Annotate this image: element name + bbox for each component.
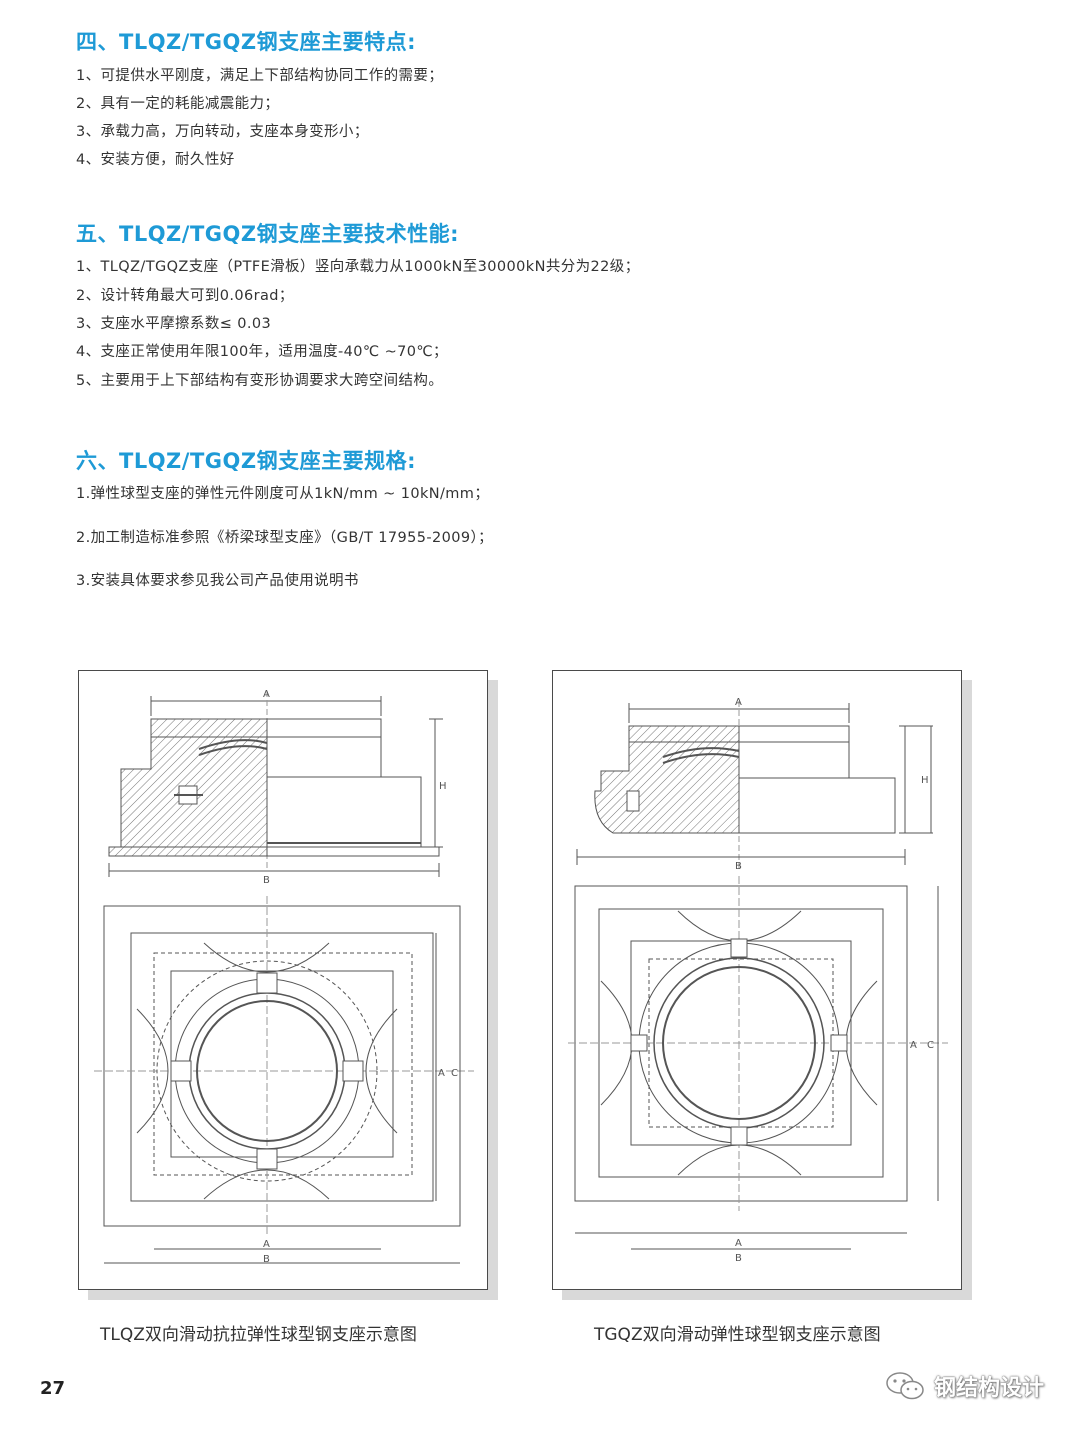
drawing-panel-tlqz: A B H A C A B xyxy=(78,670,488,1290)
caption-tgqz: TGQZ双向滑动弹性球型钢支座示意图 xyxy=(594,1325,881,1345)
wechat-icon xyxy=(886,1372,924,1400)
dim-label-b-bottom: B xyxy=(263,1254,270,1265)
dim-label-a: A xyxy=(735,697,742,708)
spec-item: 1.弹性球型支座的弹性元件刚度可从1kN/mm ~ 10kN/mm； xyxy=(76,486,490,502)
spec-item: 2.加工制造标准参照《桥梁球型支座》（GB/T 17955-2009）； xyxy=(76,530,494,546)
dim-label-c: C xyxy=(927,1040,934,1051)
dim-label-a-vertical: A xyxy=(910,1040,917,1051)
page-number: 27 xyxy=(40,1378,66,1399)
feature-item: 1、可提供水平刚度，满足上下部结构协同工作的需要； xyxy=(76,68,444,84)
watermark-text: 钢结构设计 xyxy=(933,1376,1044,1401)
section-heading-performance: 五、TLQZ/TGQZ钢支座主要技术性能: xyxy=(76,222,459,246)
performance-item: 4、支座正常使用年限100年，适用温度-40℃ ~70℃； xyxy=(76,344,448,360)
dim-label-h: H xyxy=(921,775,929,786)
drawing-panel-tgqz: A B H A C A B xyxy=(552,670,962,1290)
spec-item: 3.安装具体要求参见我公司产品使用说明书 xyxy=(76,573,359,589)
caption-tlqz: TLQZ双向滑动抗拉弹性球型钢支座示意图 xyxy=(100,1325,417,1345)
dim-label-a-vertical: A xyxy=(438,1068,445,1079)
performance-item: 2、设计转角最大可到0.06rad； xyxy=(76,288,294,304)
dim-label-b: B xyxy=(263,875,270,886)
dim-label-a-bottom: A xyxy=(735,1238,742,1249)
dim-label-b: B xyxy=(735,861,742,872)
tgqz-bearing-drawing: A B H A C A B xyxy=(568,697,948,1264)
feature-item: 4、安装方便，耐久性好 xyxy=(76,152,235,168)
performance-item: 3、支座水平摩擦系数≤ 0.03 xyxy=(76,316,272,332)
watermark: 钢结构设计 xyxy=(884,1370,1044,1402)
section-heading-features: 四、TLQZ/TGQZ钢支座主要特点: xyxy=(76,30,416,54)
dim-label-a: A xyxy=(263,689,270,700)
tlqz-bearing-drawing: A B H A C A B xyxy=(94,689,474,1265)
performance-item: 5、主要用于上下部结构有变形协调要求大跨空间结构。 xyxy=(76,373,444,389)
section-heading-specs: 六、TLQZ/TGQZ钢支座主要规格: xyxy=(76,449,416,473)
feature-item: 3、承载力高，万向转动，支座本身变形小； xyxy=(76,124,369,140)
feature-item: 2、具有一定的耗能减震能力； xyxy=(76,96,280,112)
dim-label-a-bottom: A xyxy=(263,1239,270,1250)
dim-label-b-bottom: B xyxy=(735,1253,742,1264)
dim-label-c: C xyxy=(451,1068,458,1079)
dim-label-h: H xyxy=(439,781,447,792)
performance-item: 1、TLQZ/TGQZ支座（PTFE滑板）竖向承载力从1000kN至30000k… xyxy=(76,259,640,275)
